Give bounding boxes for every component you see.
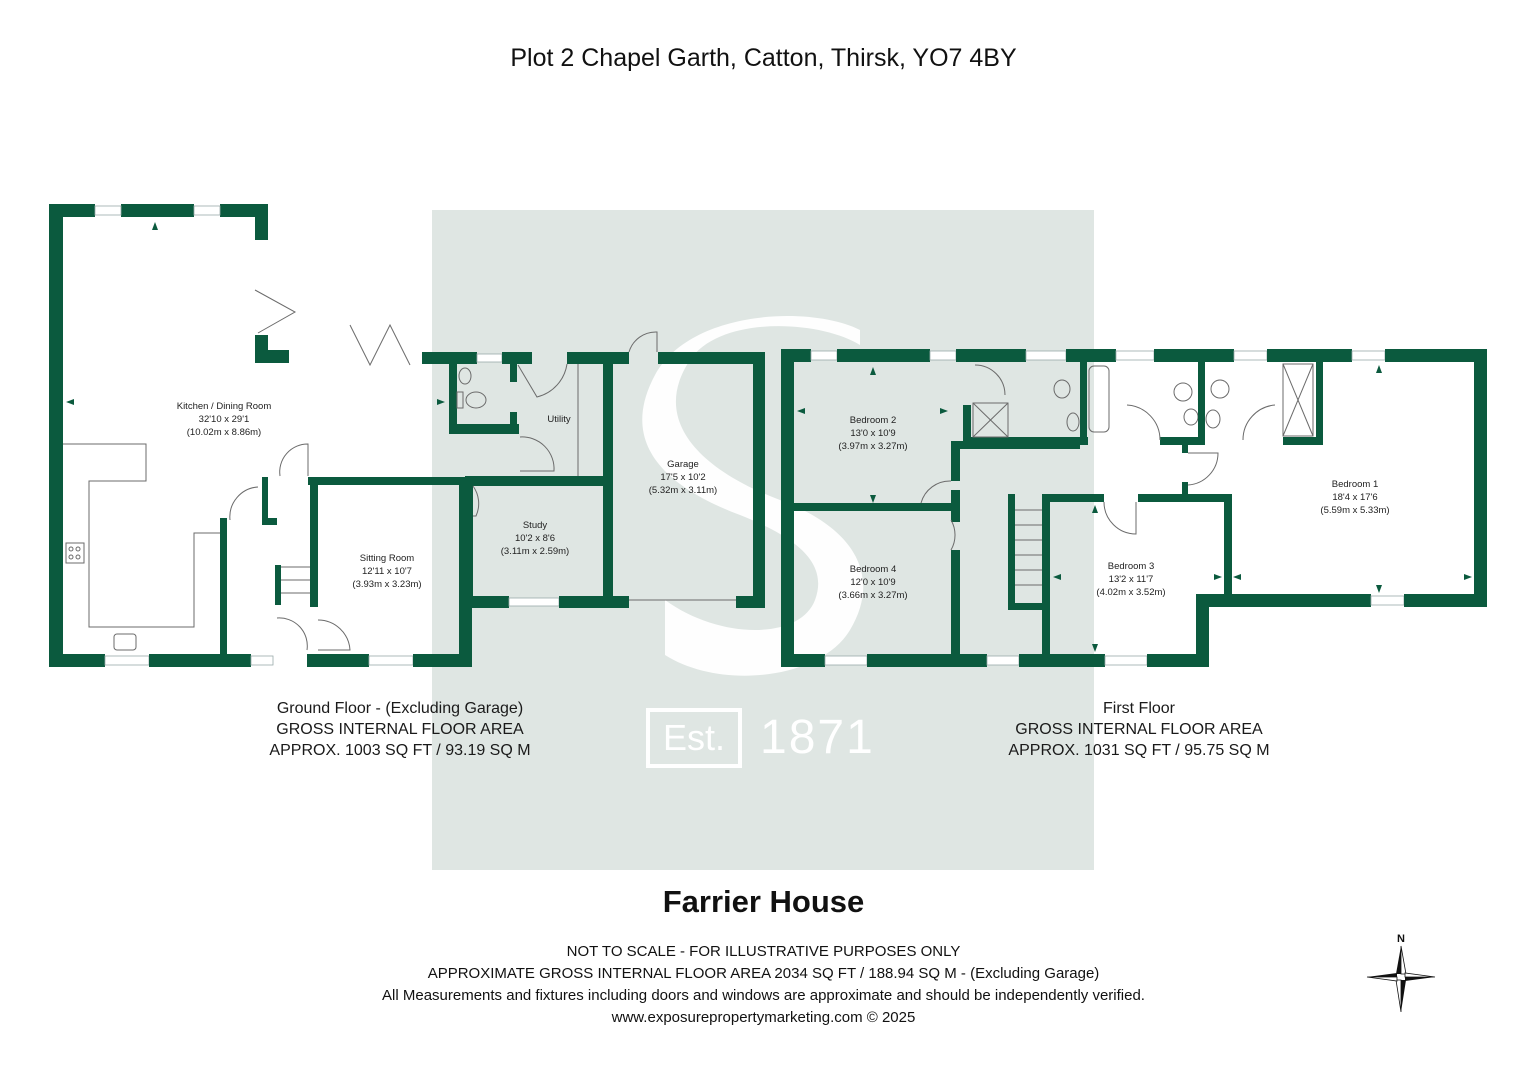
ground-floor-heading: Ground Floor - (Excluding Garage) — [276, 700, 524, 717]
room-imperial: 12'11 x 10'7 — [362, 566, 412, 577]
room-imperial: 13'2 x 11'7 — [1108, 574, 1154, 585]
room-bedroom-2: Bedroom 2 13'0 x 10'9 (3.97m x 3.27m) — [838, 414, 907, 453]
room-study: Study 10'2 x 8'6 (3.11m x 2.59m) — [501, 519, 569, 558]
room-bedroom-3: Bedroom 3 13'2 x 11'7 (4.02m x 3.52m) — [1096, 560, 1165, 599]
est-year: 1871 — [760, 711, 875, 764]
room-name: Utility — [547, 414, 571, 425]
watermark-s-logo — [642, 316, 864, 676]
disclaimer: NOT TO SCALE - FOR ILLUSTRATIVE PURPOSES… — [0, 941, 1527, 1029]
copyright-link[interactable]: www.exposurepropertymarketing.com © 2025 — [611, 1009, 916, 1026]
est-watermark: Est. 1871 — [646, 708, 873, 768]
room-kitchen-dining: Kitchen / Dining Room 32'10 x 29'1 (10.0… — [177, 400, 272, 439]
room-utility: Utility — [547, 413, 570, 426]
room-name: Bedroom 4 — [849, 564, 897, 575]
room-imperial: 18'4 x 17'6 — [1332, 492, 1378, 503]
room-imperial: 32'10 x 29'1 — [198, 414, 250, 425]
property-address: Plot 2 Chapel Garth, Catton, Thirsk, YO7… — [510, 44, 1017, 72]
compass-rose-icon: N — [1365, 930, 1437, 1018]
first-floor-gia-label: GROSS INTERNAL FLOOR AREA — [1015, 721, 1263, 738]
est-label: Est. — [646, 708, 742, 768]
room-name: Garage — [667, 459, 699, 470]
room-metric: (3.97m x 3.27m) — [838, 441, 908, 452]
room-name: Bedroom 1 — [1331, 479, 1379, 490]
room-metric: (5.32m x 3.11m) — [648, 485, 718, 496]
room-metric: (3.93m x 3.23m) — [352, 579, 422, 590]
north-label: N — [1397, 933, 1405, 945]
room-imperial: 12'0 x 10'9 — [850, 577, 896, 588]
room-sitting-room: Sitting Room 12'11 x 10'7 (3.93m x 3.23m… — [352, 552, 421, 591]
house-name: Farrier House — [662, 884, 865, 919]
room-bedroom-1: Bedroom 1 18'4 x 17'6 (5.59m x 5.33m) — [1320, 478, 1389, 517]
first-floor-walls — [781, 349, 1487, 667]
not-to-scale-note: NOT TO SCALE - FOR ILLUSTRATIVE PURPOSES… — [566, 943, 961, 960]
room-imperial: 13'0 x 10'9 — [850, 428, 896, 439]
first-floor-summary: First Floor GROSS INTERNAL FLOOR AREA AP… — [1008, 698, 1269, 761]
room-name: Bedroom 2 — [849, 415, 897, 426]
room-metric: (3.66m x 3.27m) — [838, 590, 908, 601]
room-name: Study — [522, 520, 548, 531]
room-metric: (10.02m x 8.86m) — [186, 427, 262, 438]
room-imperial: 17'5 x 10'2 — [660, 472, 706, 483]
ground-floor-gia-label: GROSS INTERNAL FLOOR AREA — [276, 721, 524, 738]
room-name: Sitting Room — [359, 553, 415, 564]
room-metric: (5.59m x 5.33m) — [1320, 505, 1390, 516]
room-name: Kitchen / Dining Room — [176, 401, 272, 412]
room-metric: (4.02m x 3.52m) — [1096, 587, 1166, 598]
first-floor-heading: First Floor — [1103, 700, 1175, 717]
ground-floor-summary: Ground Floor - (Excluding Garage) GROSS … — [269, 698, 530, 761]
first-floor-area: APPROX. 1031 SQ FT / 95.75 SQ M — [1008, 742, 1270, 759]
room-imperial: 10'2 x 8'6 — [514, 533, 556, 544]
room-garage: Garage 17'5 x 10'2 (5.32m x 3.11m) — [649, 458, 717, 497]
ground-floor-area: APPROX. 1003 SQ FT / 93.19 SQ M — [269, 742, 531, 759]
room-name: Bedroom 3 — [1107, 561, 1155, 572]
measurement-note: All Measurements and fixtures including … — [382, 987, 1145, 1004]
room-metric: (3.11m x 2.59m) — [500, 546, 570, 557]
room-bedroom-4: Bedroom 4 12'0 x 10'9 (3.66m x 3.27m) — [838, 563, 907, 602]
total-area-note: APPROXIMATE GROSS INTERNAL FLOOR AREA 20… — [427, 965, 1100, 982]
ground-floor-walls — [49, 204, 765, 667]
